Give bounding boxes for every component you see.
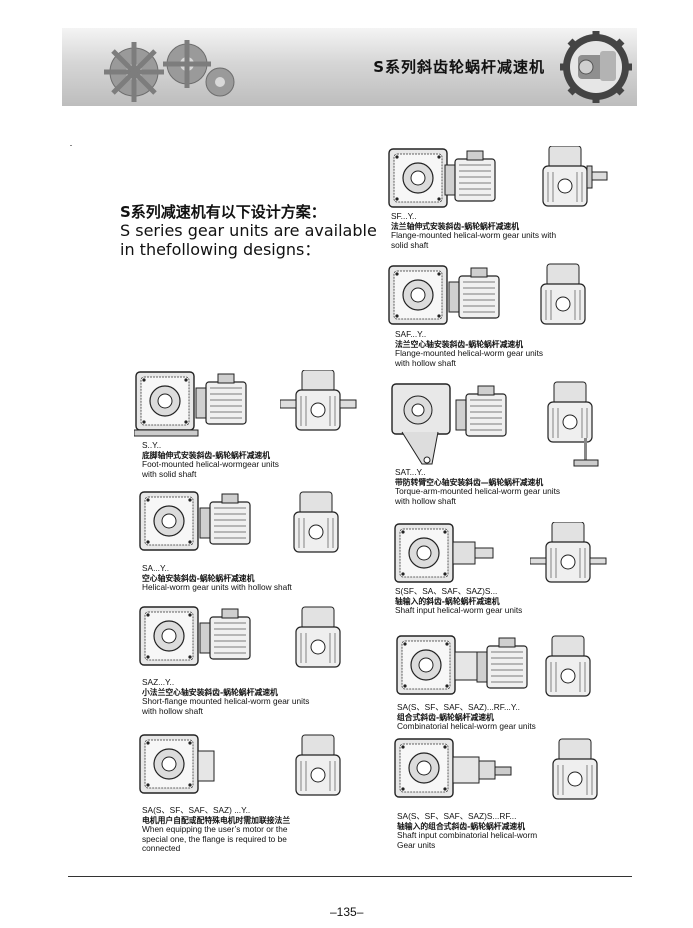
caption-sa-rf-y: SA(S、SF、SAF、SAZ)...RF...Y.. 组合式斜齿-蜗轮蜗杆减速… bbox=[397, 702, 536, 732]
page-number: –135– bbox=[330, 905, 364, 919]
sa-user-motor-side-drawing bbox=[290, 733, 350, 799]
caption-saz: SAZ...Y.. 小法兰空心轴安装斜齿-蜗轮蜗杆减速机 Short-flang… bbox=[142, 677, 310, 716]
caption-sa: SA...Y.. 空心轴安装斜齿-蜗轮蜗杆减速机 Helical-worm ge… bbox=[142, 563, 292, 593]
sf-front-drawing bbox=[387, 147, 497, 209]
saz-front-drawing bbox=[138, 605, 273, 671]
saf-side-drawing bbox=[535, 262, 595, 328]
gears-icon bbox=[104, 40, 235, 102]
sa-user-motor-front-drawing bbox=[138, 733, 223, 799]
sa-rf-s-front-drawing bbox=[393, 737, 518, 803]
sat-front-drawing bbox=[390, 380, 525, 470]
header-banner: S系列斜齿轮蜗杆减速机 bbox=[62, 28, 637, 106]
footer-rule bbox=[68, 876, 632, 877]
s-foot-side-drawing bbox=[280, 370, 360, 438]
s-shaft-input-front-drawing bbox=[393, 522, 503, 584]
caption-s-foot: S..Y.. 底脚轴伸式安装斜齿-蜗轮蜗杆减速机 Foot-mounted he… bbox=[142, 440, 279, 479]
sa-rf-s-side-drawing bbox=[547, 737, 607, 803]
s-foot-front-drawing bbox=[134, 370, 269, 438]
intro-en-line1: S series gear units are available bbox=[120, 221, 377, 240]
gear-motor-icon bbox=[560, 31, 632, 103]
sa-side-drawing bbox=[288, 490, 348, 556]
caption-sa-user-motor: SA(S、SF、SAF、SAZ) ...Y.. 电机用户自配或配特殊电机时需加联… bbox=[142, 805, 291, 854]
saf-front-drawing bbox=[387, 262, 512, 328]
intro-cn: S系列减速机有以下设计方案： bbox=[120, 203, 326, 221]
sf-side-drawing bbox=[535, 146, 615, 210]
s-shaft-input-side-drawing bbox=[530, 522, 610, 584]
intro-en-line2: in thefollowing designs： bbox=[120, 240, 321, 259]
caption-saf: SAF...Y.. 法兰空心轴安装斜齿-蜗轮蜗杆减速机 Flange-mount… bbox=[395, 329, 544, 368]
saz-side-drawing bbox=[290, 605, 350, 671]
page-title: S系列斜齿轮蜗杆减速机 bbox=[373, 58, 545, 76]
caption-sat: SAT...Y.. 带防转臂空心轴安装斜齿—蜗轮蜗杆减速机 Torque-arm… bbox=[395, 467, 561, 506]
sa-front-drawing bbox=[138, 490, 273, 556]
caption-sa-rf-s: SA(S、SF、SAF、SAZ)S...RF... 轴输入的组合式斜齿-蜗轮蜗杆… bbox=[397, 811, 538, 850]
sa-rf-y-side-drawing bbox=[540, 632, 600, 700]
intro-text: S系列减速机有以下设计方案： S series gear units are a… bbox=[120, 203, 377, 259]
sat-side-drawing bbox=[540, 380, 605, 472]
caption-s-shaft-input: S(SF、SA、SAF、SAZ)S... 轴输入的斜齿-蜗轮蜗杆减速机 Shaf… bbox=[395, 586, 523, 616]
dot-mark bbox=[70, 145, 72, 146]
caption-sf: SF...Y.. 法兰轴伸式安装斜齿-蜗轮蜗杆减速机 Flange-mounte… bbox=[391, 211, 557, 250]
sa-rf-y-front-drawing bbox=[395, 632, 535, 700]
